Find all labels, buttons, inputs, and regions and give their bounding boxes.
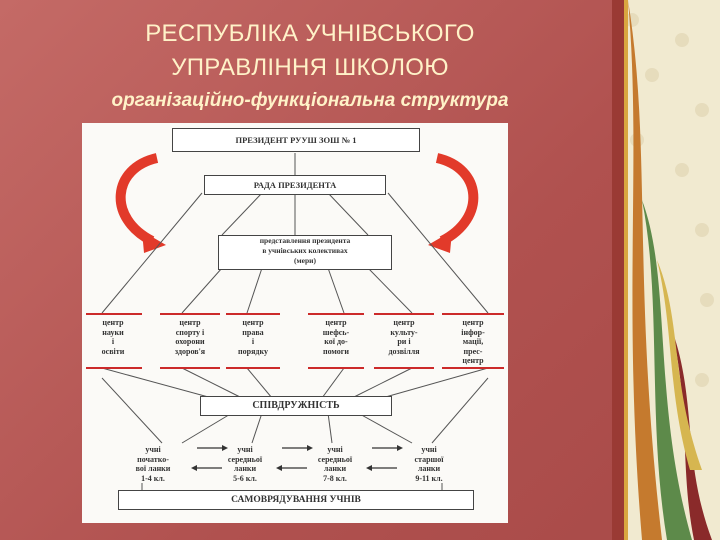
president-box: ПРЕЗИДЕНТ РУУШ ЗОШ № 1 (172, 128, 420, 152)
cooperation-box: СПІВДРУЖНІСТЬ (200, 396, 392, 416)
center-culture-leisure: центр культу- ри і дозвілля (388, 318, 420, 356)
students-grades-9-11: учні старшої ланки 9-11 кл. (414, 445, 444, 483)
right-curved-arrow (435, 153, 479, 246)
students-grades-5-6: учні середньої ланки 5-6 кл. (227, 445, 263, 483)
page-title-line-2: УПРАВЛІННЯ ШКОЛОЮ (171, 54, 449, 81)
left-curved-arrow (115, 153, 159, 246)
center-science-education: центр науки і освіти (101, 318, 125, 356)
decorative-side-panel (612, 0, 720, 540)
center-law-order: центр права і порядку (238, 318, 268, 356)
center-information-press: центр інфор- мації, прес- центр (461, 318, 485, 365)
representatives-box: представлення президента в учнівських ко… (218, 235, 392, 270)
council-box: РАДА ПРЕЗИДЕНТА (204, 175, 386, 195)
center-sport-health: центр спорту і охорони здоров'я (174, 318, 206, 356)
self-government-box: САМОВРЯДУВАННЯ УЧНІВ (118, 490, 474, 510)
center-patronage-help: центр шефсь- кої до- помоги (322, 318, 350, 356)
students-grades-1-4: учні початко- вої ланки 1-4 кл. (135, 445, 171, 483)
page-subtitle: організаційно-функціональна структура (111, 90, 509, 111)
students-grades-7-8: учні середньої ланки 7-8 кл. (317, 445, 353, 483)
page-title-line-1: РЕСПУБЛІКА УЧНІВСЬКОГО (145, 20, 475, 47)
structure-diagram: ПРЕЗИДЕНТ РУУШ ЗОШ № 1 РАДА ПРЕЗИДЕНТА п… (82, 123, 508, 523)
